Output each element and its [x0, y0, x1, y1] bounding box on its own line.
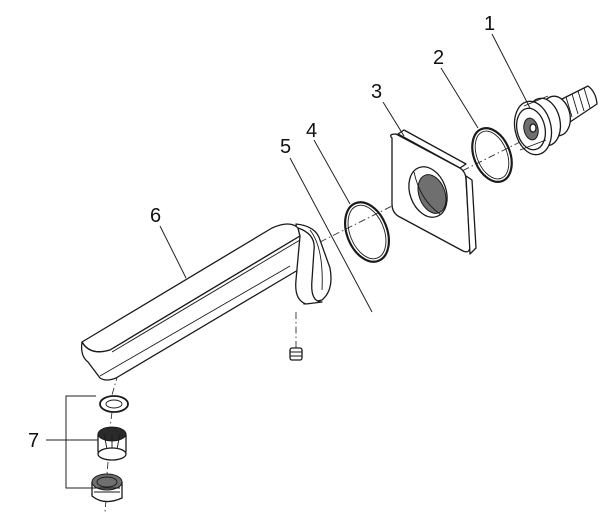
callout-6: 6 — [150, 205, 161, 227]
part-5-grub-screw — [290, 348, 302, 360]
part-4-gasket-ring — [337, 196, 397, 268]
callout-2: 2 — [433, 47, 444, 69]
callout-1: 1 — [484, 13, 495, 35]
leader-lines — [46, 33, 531, 489]
leader-3 — [382, 101, 405, 137]
part-7-aerator-washer — [100, 396, 128, 412]
part-3-square-rosette — [391, 130, 476, 254]
callout-4: 4 — [306, 120, 317, 142]
part-7-aerator-housing — [92, 474, 122, 502]
leader-1 — [491, 33, 531, 109]
callout-numbers: 1 2 3 4 5 6 7 — [28, 13, 495, 452]
leader-4 — [313, 139, 351, 205]
callout-7: 7 — [28, 430, 39, 452]
leader-6 — [159, 225, 187, 279]
part-6-spout — [82, 224, 331, 380]
part-2-o-ring — [465, 122, 519, 187]
callout-3: 3 — [371, 81, 382, 103]
part-1-threaded-connector — [510, 86, 597, 158]
callout-5: 5 — [280, 136, 291, 158]
leader-5 — [289, 157, 373, 313]
leader-7-bracket — [65, 395, 96, 489]
leader-2 — [440, 67, 479, 129]
part-7-aerator-insert — [98, 427, 126, 460]
